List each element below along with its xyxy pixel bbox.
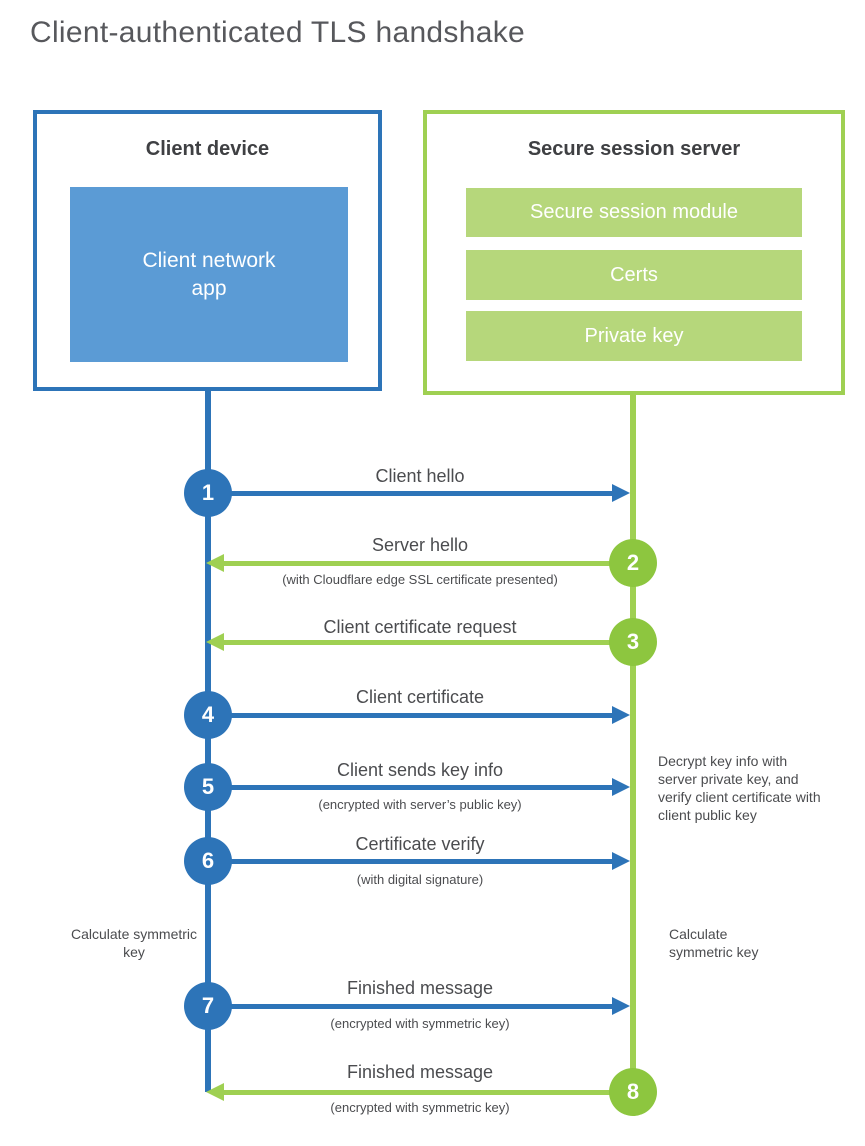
step-circle: 6: [184, 837, 232, 885]
server-module-bar: Private key: [466, 311, 802, 361]
arrow-line: [208, 491, 612, 496]
arrow-line: [224, 640, 633, 645]
message-label: Client sends key info: [336, 760, 504, 780]
server-lifeline: [630, 391, 636, 1093]
client-device-title: Client device: [145, 138, 270, 160]
step-circle: 1: [184, 469, 232, 517]
secure-session-server-title: Secure session server: [527, 138, 741, 160]
arrow-line: [208, 713, 612, 718]
arrow-right-icon: [612, 997, 630, 1015]
arrow-right-icon: [612, 484, 630, 502]
message-label: Server hello: [371, 535, 469, 555]
arrow-line: [224, 561, 633, 566]
message-label: Certificate verify: [355, 834, 485, 854]
calculate-symmetric-key-note-server: Calculate symmetric key: [669, 926, 759, 960]
message-subtext: (encrypted with symmetric key): [330, 1016, 510, 1031]
arrow-right-icon: [612, 706, 630, 724]
client-lifeline: [205, 389, 211, 1092]
arrow-line: [224, 1090, 633, 1095]
arrow-right-icon: [612, 778, 630, 796]
calculate-symmetric-key-note-client: Calculate symmetric key: [70, 926, 198, 960]
arrow-left-icon: [206, 633, 224, 651]
server-module-bar: Secure session module: [466, 188, 802, 237]
message-label: Finished message: [346, 978, 494, 998]
step-circle: 7: [184, 982, 232, 1030]
step-circle: 4: [184, 691, 232, 739]
server-module-bar: Certs: [466, 250, 802, 300]
message-subtext: (with Cloudflare edge SSL certificate pr…: [282, 572, 558, 587]
step-circle: 5: [184, 763, 232, 811]
step-circle: 8: [609, 1068, 657, 1116]
message-label: Client hello: [375, 466, 465, 486]
page-title: Client-authenticated TLS handshake: [30, 16, 525, 49]
client-network-app-label: Client network app: [142, 248, 276, 300]
message-label: Finished message: [346, 1062, 494, 1082]
message-subtext: (with digital signature): [356, 872, 484, 887]
step-circle: 3: [609, 618, 657, 666]
arrow-line: [208, 1004, 612, 1009]
arrow-left-icon: [206, 1083, 224, 1101]
message-subtext: (encrypted with server’s public key): [318, 797, 522, 812]
arrow-left-icon: [206, 554, 224, 572]
decrypt-key-note: Decrypt key info with server private key…: [658, 753, 821, 823]
step-circle: 2: [609, 539, 657, 587]
arrow-line: [208, 785, 612, 790]
arrow-line: [208, 859, 612, 864]
message-label: Client certificate: [355, 687, 485, 707]
client-network-app-box: Client network app: [70, 187, 348, 362]
arrow-right-icon: [612, 852, 630, 870]
message-label: Client certificate request: [323, 617, 517, 637]
message-subtext: (encrypted with symmetric key): [330, 1100, 510, 1115]
